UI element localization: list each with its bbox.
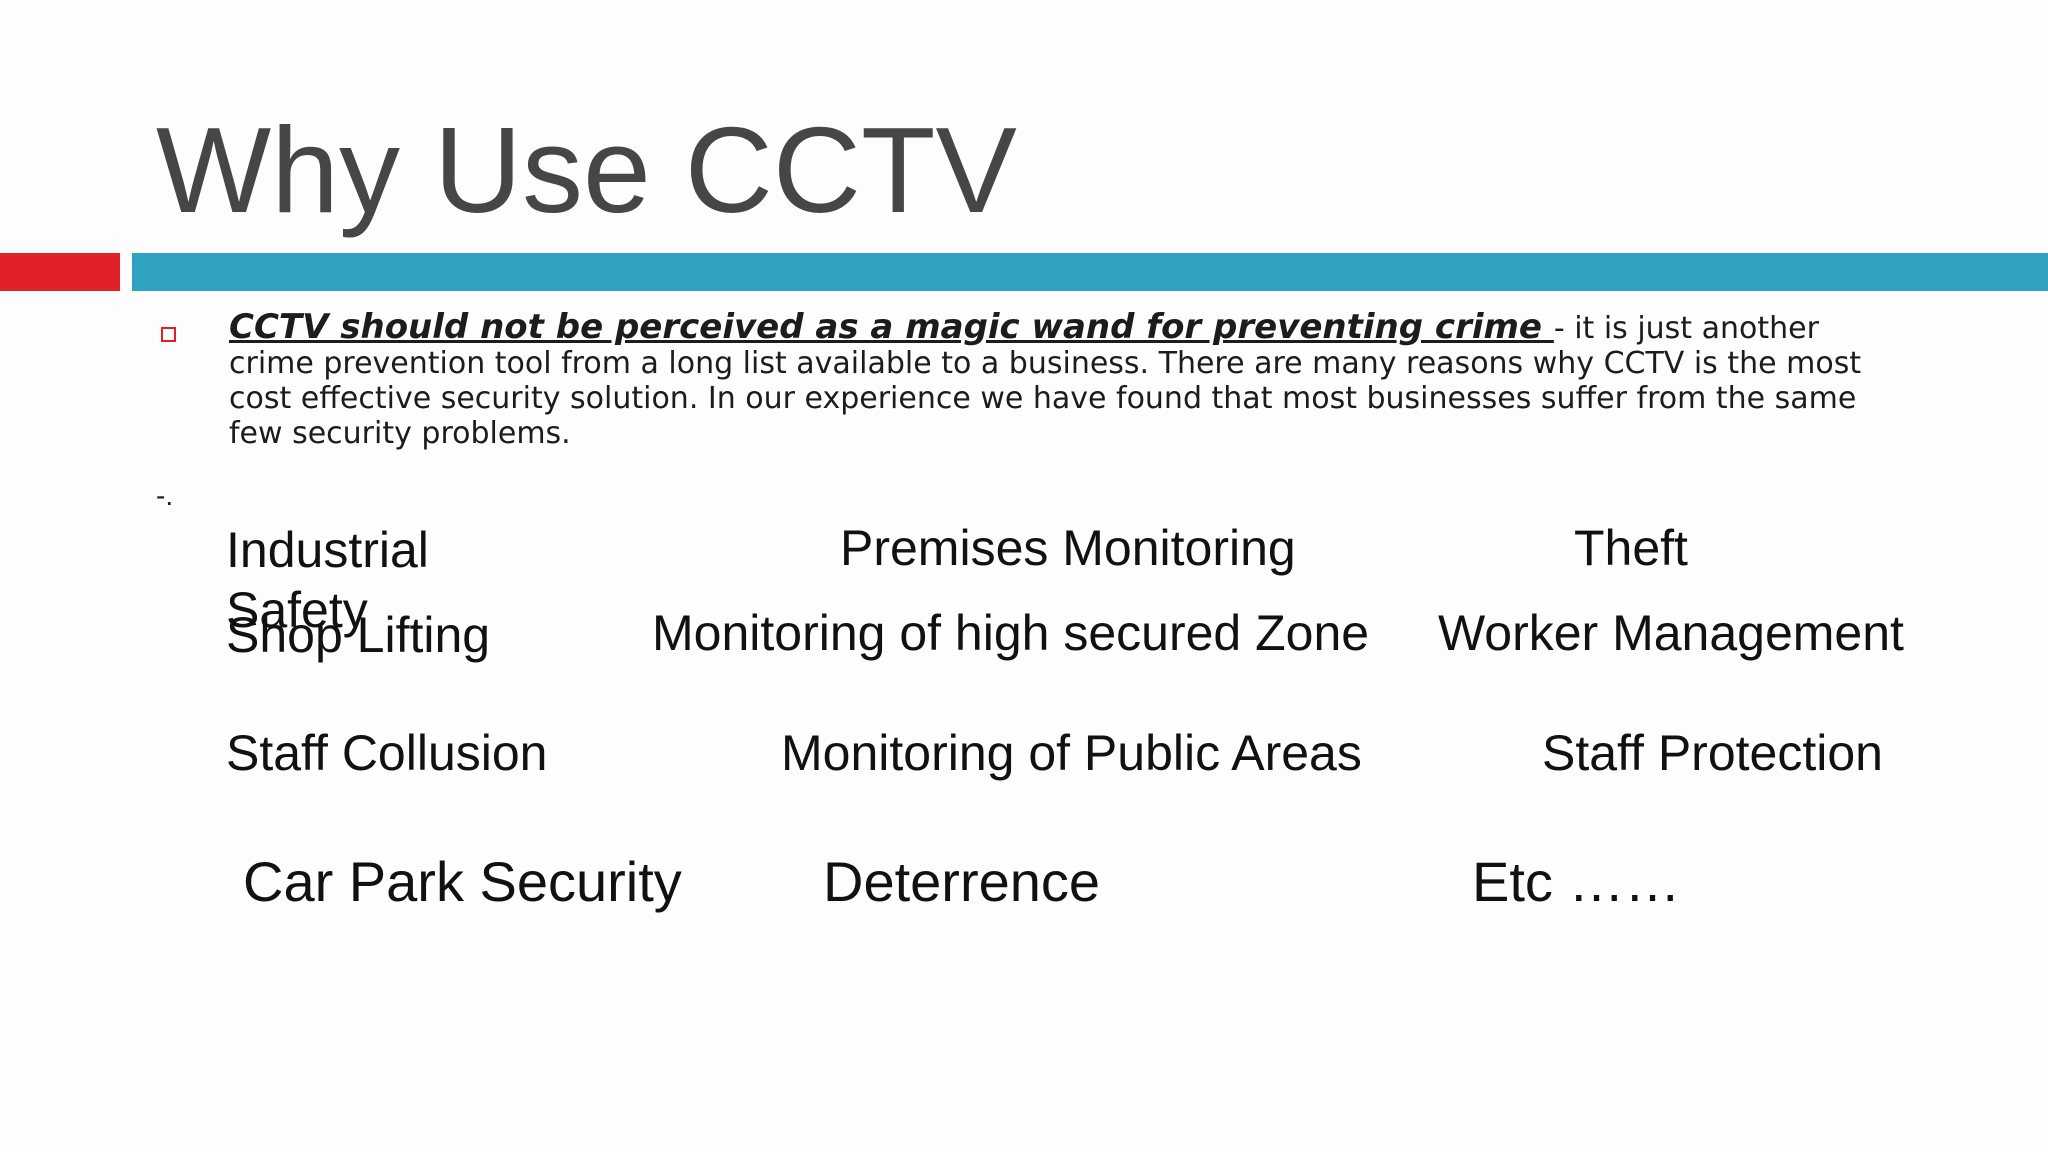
item-shop-lifting: Shop Lifting — [226, 607, 491, 663]
item-premises-monitoring: Premises Monitoring — [840, 520, 1296, 576]
item-worker-management: Worker Management — [1438, 605, 1904, 661]
item-staff-protection: Staff Protection — [1542, 725, 1883, 781]
dash-mark: -. — [156, 480, 174, 511]
item-staff-collusion: Staff Collusion — [226, 725, 548, 781]
item-car-park-security: Car Park Security — [243, 850, 682, 913]
slide-title: Why Use CCTV — [156, 102, 1017, 238]
item-industrial-safety: Industrial Safety — [226, 522, 429, 638]
item-deterrence: Deterrence — [823, 850, 1101, 913]
bullet-lead-text: CCTV should not be perceived as a magic … — [229, 307, 1554, 347]
bullet-paragraph: CCTV should not be perceived as a magic … — [229, 307, 1869, 452]
bullet-body-text: - it is just another crime prevention to… — [229, 311, 1862, 451]
item-public-areas: Monitoring of Public Areas — [781, 725, 1362, 781]
bullet-square-icon — [161, 327, 176, 342]
accent-bar-red — [0, 253, 120, 291]
item-etc: Etc …… — [1472, 850, 1681, 913]
item-theft: Theft — [1574, 520, 1688, 576]
accent-bar-teal — [132, 253, 2048, 291]
item-high-secured-zone: Monitoring of high secured Zone — [652, 605, 1370, 661]
